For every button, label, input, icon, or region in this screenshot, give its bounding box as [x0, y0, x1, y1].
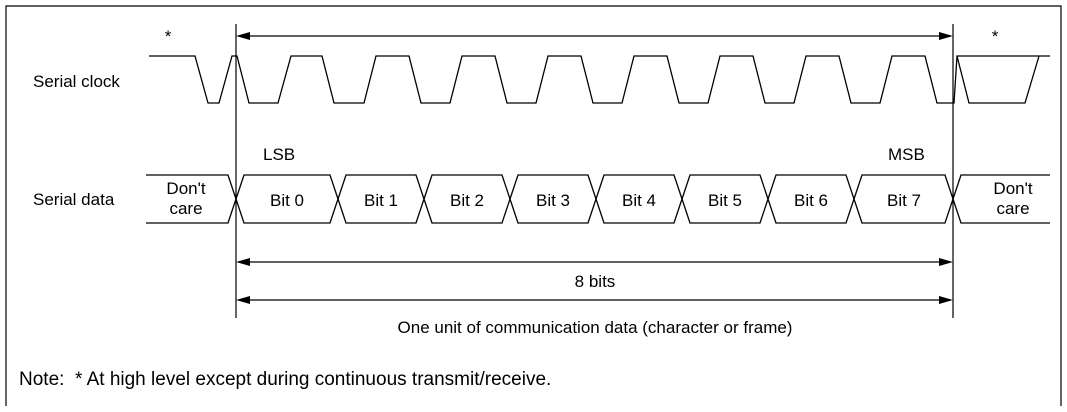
bit-label-1: Bit 1 [364, 191, 398, 210]
note-text: Note: * At high level except during cont… [19, 369, 551, 390]
dont-care-left-line2: care [169, 199, 202, 218]
dont-care-right-cell [952, 174, 1050, 224]
dont-care-right-line2: care [996, 199, 1029, 218]
bit-label-3: Bit 3 [536, 191, 570, 210]
bit-label-0: Bit 0 [270, 191, 304, 210]
bit-label-4: Bit 4 [622, 191, 656, 210]
serial-clock-waveform [149, 55, 1050, 104]
asterisk-left: * [165, 27, 172, 46]
serial-clock-label: Serial clock [33, 72, 120, 91]
bit-label-5: Bit 5 [708, 191, 742, 210]
frame-label: One unit of communication data (characte… [398, 318, 793, 337]
eight-bits-label: 8 bits [575, 272, 616, 291]
serial-data-label: Serial data [33, 190, 115, 209]
serial-clock-tail-low [956, 55, 1040, 104]
top-period-arrowhead-right [939, 32, 953, 40]
eight-bits-arrowhead-right [939, 258, 953, 266]
bit-label-2: Bit 2 [450, 191, 484, 210]
asterisk-right: * [992, 27, 999, 46]
dont-care-right-line1: Don't [993, 179, 1032, 198]
dont-care-left-line1: Don't [166, 179, 205, 198]
bit-label-7: Bit 7 [887, 191, 921, 210]
msb-label: MSB [888, 145, 925, 164]
eight-bits-arrowhead-left [236, 258, 250, 266]
top-period-arrowhead-left [236, 32, 250, 40]
serial-data-waveform [146, 174, 1050, 224]
diagram-border [5, 5, 1062, 406]
lsb-label: LSB [263, 145, 295, 164]
frame-arrowhead-left [236, 296, 250, 304]
frame-arrowhead-right [939, 296, 953, 304]
bit-label-6: Bit 6 [794, 191, 828, 210]
